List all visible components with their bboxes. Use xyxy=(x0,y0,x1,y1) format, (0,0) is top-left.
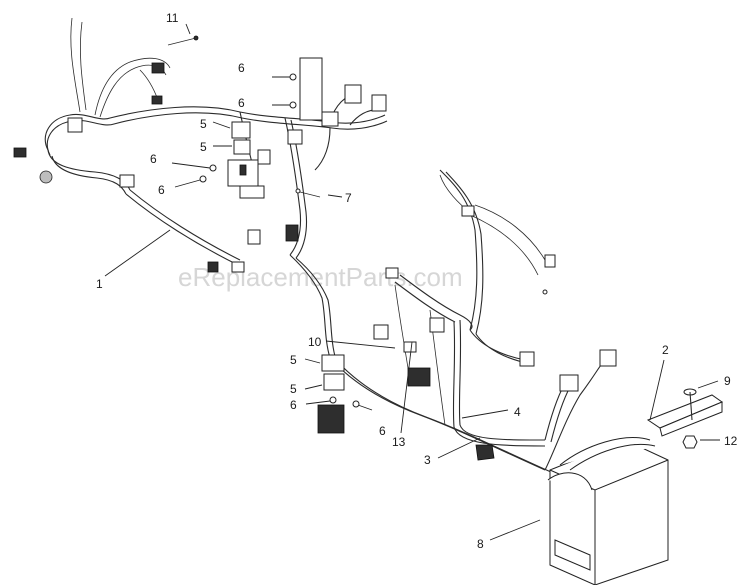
secondary-wiring-harness xyxy=(329,169,606,473)
relay-connector xyxy=(344,84,362,104)
harness-connector xyxy=(151,95,163,105)
harness-connector xyxy=(67,117,83,133)
nut-12 xyxy=(682,435,698,449)
leader-10 xyxy=(325,340,396,349)
battery-cable-boot xyxy=(599,349,617,367)
harness-connector xyxy=(385,267,399,279)
screw-6-mid-1 xyxy=(171,162,217,172)
screw-6-mid-2 xyxy=(174,175,207,188)
callout-10: 10 xyxy=(308,335,322,349)
module-box xyxy=(407,367,431,387)
harness-connector xyxy=(373,324,389,340)
screw-6-lower-1 xyxy=(305,396,337,405)
leader-8 xyxy=(489,519,541,541)
relay-connector xyxy=(287,129,303,145)
callout-8: 8 xyxy=(477,537,484,551)
callout-4: 4 xyxy=(514,405,521,419)
relay-terminal xyxy=(239,164,247,176)
callout-5: 5 xyxy=(200,140,207,154)
harness-connector xyxy=(285,224,299,242)
battery xyxy=(547,437,669,585)
callout-1: 1 xyxy=(96,277,103,291)
callout-5: 5 xyxy=(290,353,297,367)
wire-tie xyxy=(167,37,197,46)
relay-connector xyxy=(257,149,271,165)
leader-4 xyxy=(461,409,509,419)
harness-connector xyxy=(151,62,165,74)
callout-6: 6 xyxy=(150,152,157,166)
watermark: eReplacementParts.com xyxy=(178,262,463,292)
fuse-holder xyxy=(475,444,495,461)
relay-lower-2 xyxy=(323,373,345,391)
callout-7: 7 xyxy=(345,191,352,205)
relay-base xyxy=(239,185,265,199)
leader-11 xyxy=(185,23,191,35)
leader-13 xyxy=(400,341,413,434)
harness-connector xyxy=(207,261,219,273)
callout-6: 6 xyxy=(379,424,386,438)
leader-1 xyxy=(104,229,171,277)
callout-6: 6 xyxy=(290,398,297,412)
leader-2 xyxy=(649,359,665,421)
wire-tie-7 xyxy=(295,188,321,198)
grommet xyxy=(39,170,53,184)
callout-5: 5 xyxy=(290,382,297,396)
harness-connector xyxy=(519,351,535,367)
wire-tie-head xyxy=(193,35,199,41)
connector-plug xyxy=(13,147,27,158)
leader-9 xyxy=(697,380,719,389)
callout-3: 3 xyxy=(424,453,431,467)
bolt-9 xyxy=(683,388,697,421)
harness-connector xyxy=(119,174,135,188)
harness-connector xyxy=(247,229,261,245)
callout-12: 12 xyxy=(724,434,738,448)
callout-6: 6 xyxy=(238,61,245,75)
callout-5: 5 xyxy=(200,117,207,131)
callout-13: 13 xyxy=(392,435,406,449)
callout-11: 11 xyxy=(166,11,179,25)
callout-6: 6 xyxy=(238,96,245,110)
leader-7 xyxy=(327,194,343,198)
hold-down-bracket-edge xyxy=(659,401,723,437)
leader-5d xyxy=(304,384,323,390)
relay-upper-2 xyxy=(233,139,251,155)
relay-connector xyxy=(371,94,387,112)
leader-5c xyxy=(304,358,321,364)
relay-connector xyxy=(321,111,339,127)
leader-3 xyxy=(437,437,481,459)
screw-6-upper-1 xyxy=(272,73,297,81)
harness-connector xyxy=(544,254,556,268)
mounting-bracket xyxy=(299,57,323,121)
callout-9: 9 xyxy=(724,374,731,388)
harness-connector xyxy=(231,261,245,273)
screw-6-lower-2 xyxy=(352,400,373,411)
harness-connector xyxy=(429,317,445,333)
harness-connector xyxy=(461,205,475,217)
callout-2: 2 xyxy=(662,343,669,357)
ring-terminal xyxy=(542,289,548,295)
battery-cable-boot xyxy=(559,374,579,392)
main-wiring-harness xyxy=(44,17,388,361)
harness-connector xyxy=(403,341,417,353)
leader-5a xyxy=(212,121,231,129)
callout-6: 6 xyxy=(158,183,165,197)
relay-upper-1 xyxy=(231,121,251,139)
screw-6-upper-2 xyxy=(272,101,297,109)
relay-block-lower xyxy=(317,404,345,434)
relay-lower-1 xyxy=(321,354,345,372)
